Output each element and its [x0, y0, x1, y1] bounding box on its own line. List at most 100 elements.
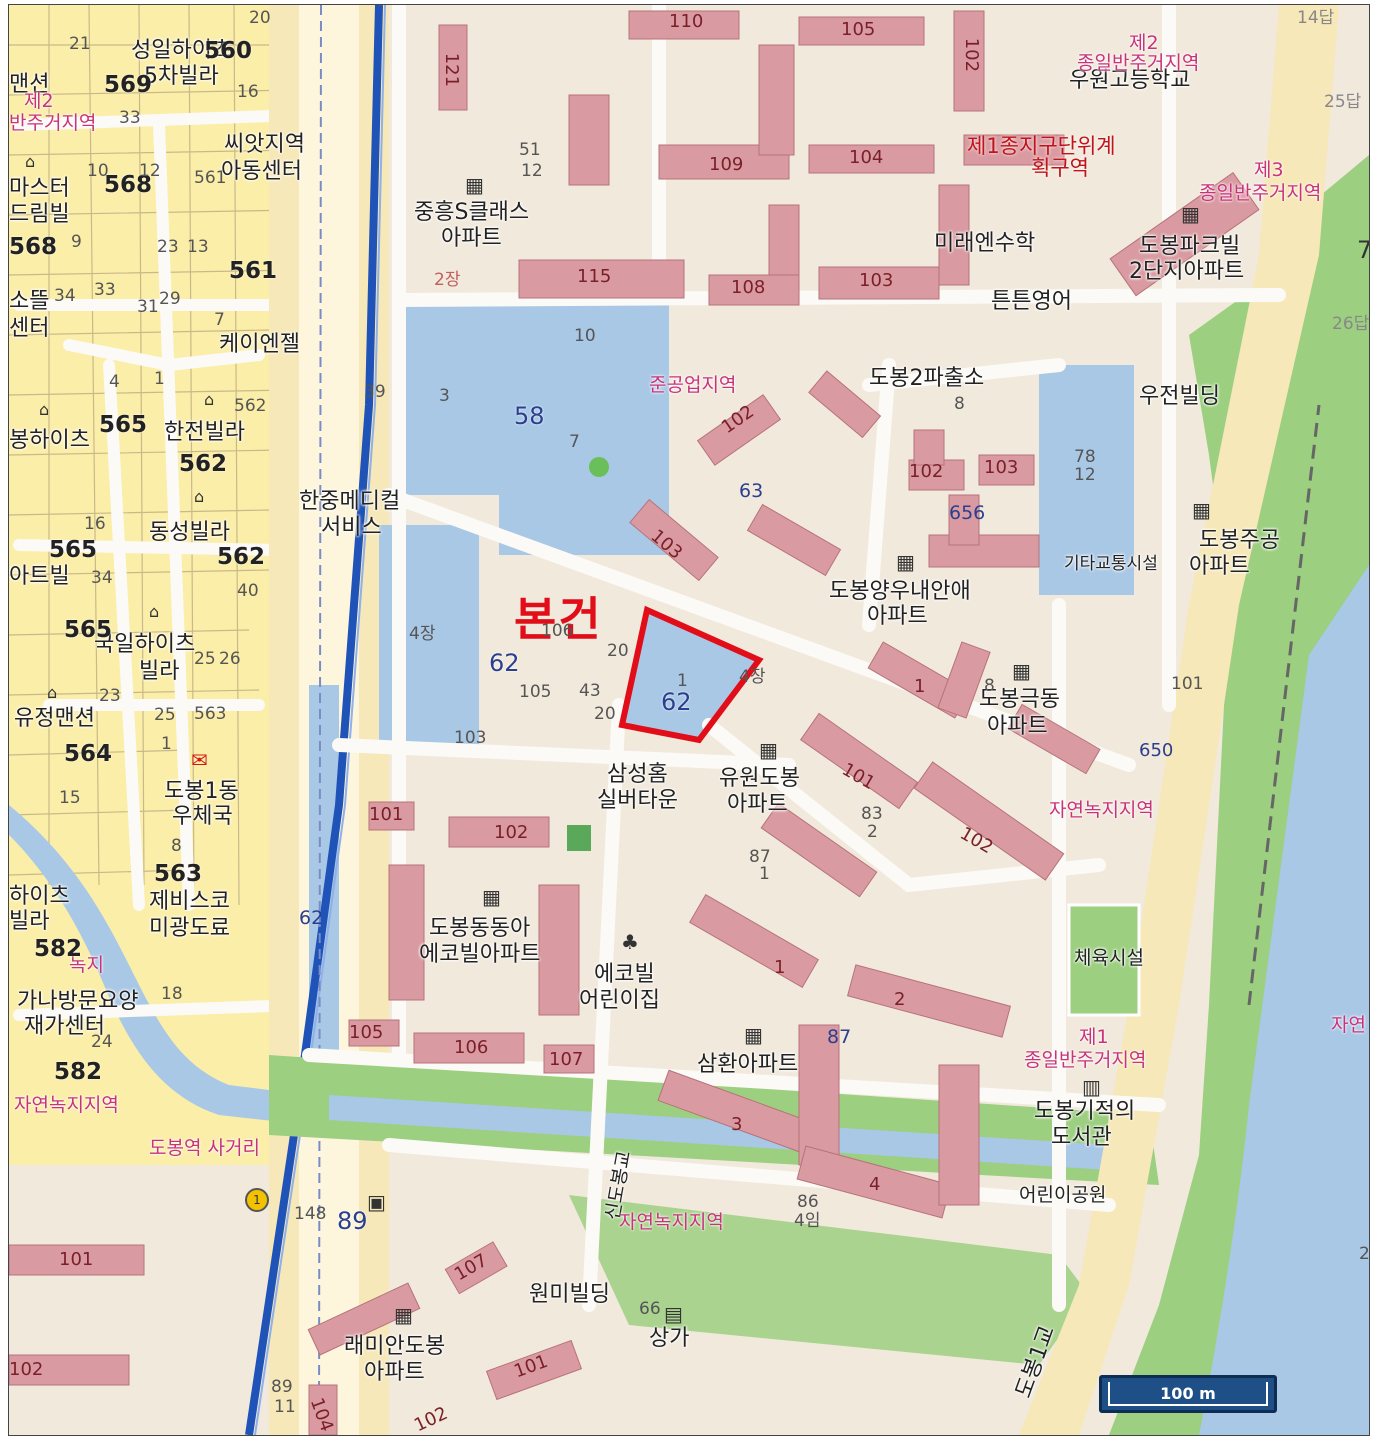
- zone-1st: 제1: [1079, 1026, 1109, 1048]
- apartment-icon: ▦: [394, 1303, 413, 1327]
- label-apt-2: 아파트: [1189, 554, 1250, 579]
- label-care-center: 재가센터: [24, 1014, 105, 1039]
- label-heights: 하이츠: [9, 884, 70, 909]
- num-43: 43: [579, 681, 601, 701]
- apartment-icon: ▦: [482, 885, 501, 909]
- label-sports: 체육시설: [1074, 947, 1144, 969]
- bld-105: 105: [841, 19, 876, 40]
- num-7: 7: [214, 310, 225, 330]
- zone-green-west: 자연녹지지역: [14, 1094, 119, 1116]
- villa-icon: ⌂: [194, 487, 205, 506]
- zone-natural-green: 자연녹지지역: [1049, 799, 1154, 821]
- label-ssiat: 씨앗지역: [224, 132, 305, 157]
- zone-2nd-west: 제2: [24, 90, 54, 112]
- lot-563-b: 563: [194, 704, 227, 724]
- label-teunteun: 튼튼영어: [991, 289, 1072, 314]
- bld-105-b: 105: [349, 1022, 384, 1043]
- num-26dap: 26답: [1332, 314, 1370, 334]
- num-51: 51: [519, 140, 541, 160]
- label-apt-1: 아파트: [441, 226, 502, 251]
- label-geukdong: 도봉극동: [979, 687, 1060, 712]
- apartment-icon: ▦: [759, 738, 778, 762]
- lot-565: 565: [99, 412, 148, 438]
- label-sotteul: 소뜰: [9, 289, 50, 314]
- num-33: 33: [119, 108, 141, 128]
- lot-565-b: 565: [49, 537, 98, 563]
- num-8-c: 8: [984, 676, 995, 696]
- villa-icon: ⌂: [149, 602, 160, 621]
- num-1: 1: [154, 369, 165, 389]
- label-silver-town: 실버타운: [597, 788, 678, 813]
- lock-icon: ▣: [367, 1190, 386, 1214]
- label-police: 도봉2파출소: [869, 366, 985, 391]
- label-yujeong: 유정맨션: [14, 706, 95, 731]
- zone-district-plan: 제1종지구단위계: [967, 134, 1116, 158]
- lot-563: 563: [154, 861, 203, 887]
- num-87-b: 87: [749, 847, 771, 867]
- label-apt-4: 아파트: [987, 714, 1048, 739]
- bld-109: 109: [709, 154, 744, 175]
- subway-line1-icon: 1: [245, 1188, 269, 1212]
- label-samhwan: 삼환아파트: [697, 1052, 799, 1077]
- num-2-b: 2: [867, 822, 878, 842]
- apartment-icon: ▦: [1192, 498, 1211, 522]
- bld-115: 115: [577, 266, 612, 287]
- num-101-e: 101: [1171, 674, 1204, 694]
- num-12-b: 12: [521, 161, 543, 181]
- bld-108: 108: [731, 277, 766, 298]
- bld-4: 4: [869, 1174, 881, 1195]
- lot-87: 87: [827, 1026, 852, 1048]
- num-34-b: 34: [91, 568, 113, 588]
- label-samsung-home: 삼성홈: [607, 762, 668, 787]
- shop-icon: ▤: [664, 1302, 683, 1326]
- bld-102-f: 102: [9, 1359, 44, 1380]
- lot-560: 560: [204, 38, 253, 64]
- daycare-icon: ♣: [621, 930, 639, 954]
- label-villa-2: 빌라: [9, 909, 50, 934]
- num-4jang-b: 4장: [739, 667, 766, 687]
- map-canvas[interactable]: 본건 중흥S클래스 아파트 미래엔수학 도봉파크빌 2단지아파트 튼튼영어 우원…: [8, 4, 1370, 1436]
- apartment-icon: ▦: [1181, 202, 1200, 226]
- bld-102-c: 102: [909, 461, 944, 482]
- label-dong-a: 도봉동동아: [429, 916, 531, 941]
- num-20-b: 20: [594, 704, 616, 724]
- label-home-care: 가나방문요양: [17, 989, 139, 1014]
- num-86: 86: [797, 1192, 819, 1212]
- label-5cha-villa: 5차빌라: [144, 64, 219, 89]
- label-ujeon-building: 우전빌딩: [1139, 384, 1220, 409]
- num-7-edge: 7: [1357, 237, 1369, 264]
- zone-district-plan-2: 획구역: [1031, 156, 1089, 180]
- villa-icon: ⌂: [39, 400, 50, 419]
- num-103: 103: [454, 728, 487, 748]
- zone-semi-industrial: 준공업지역: [649, 374, 737, 396]
- zone-natural: 자연: [1331, 1014, 1366, 1036]
- bld-101-b: 101: [369, 804, 404, 825]
- subject-parcel-outline[interactable]: [618, 605, 764, 744]
- zone-res-west: 반주거지역: [9, 112, 97, 134]
- bld-2: 2: [894, 989, 906, 1010]
- zone-general-res-2: 종일반주거지역: [1077, 52, 1200, 74]
- num-106: 106: [541, 621, 574, 641]
- label-mansion: 맨션: [9, 72, 50, 97]
- label-miracle-library: 도봉기적의: [1034, 1099, 1136, 1124]
- post-office-icon: ✉: [191, 748, 208, 772]
- num-21: 21: [69, 34, 91, 54]
- lot-582-b: 582: [54, 1059, 103, 1085]
- label-ecovil-apt: 에코빌아파트: [419, 942, 541, 967]
- map-base-layer: [9, 5, 1369, 1435]
- label-seongil: 성일하이츠: [131, 38, 233, 63]
- label-post-office: 우체국: [172, 804, 233, 829]
- num-1-d: 1: [759, 864, 770, 884]
- lot-650: 650: [1139, 740, 1174, 761]
- num-25: 25: [194, 649, 216, 669]
- num-23-b: 23: [99, 686, 121, 706]
- num-8-b: 8: [954, 394, 965, 414]
- bld-107-a: 107: [549, 1049, 584, 1070]
- library-icon: ▥: [1082, 1075, 1101, 1099]
- num-16-b: 16: [84, 514, 106, 534]
- num-20-a: 20: [607, 641, 629, 661]
- lot-562: 562: [179, 451, 228, 477]
- num-2-edge: 2: [1359, 1244, 1370, 1264]
- lot-148: 148: [294, 1204, 327, 1224]
- num-20: 20: [249, 8, 271, 28]
